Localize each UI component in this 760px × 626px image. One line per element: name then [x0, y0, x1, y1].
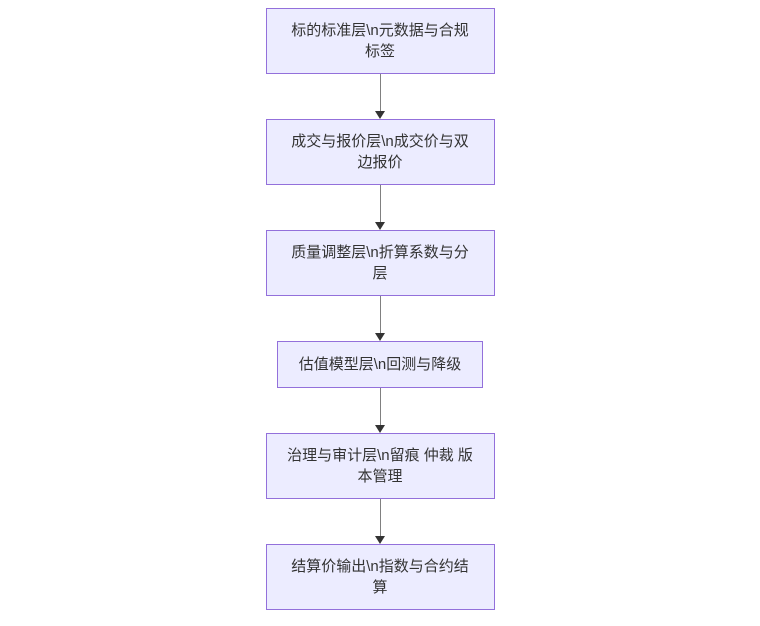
flowchart: 标的标准层\n元数据与合规标签 成交与报价层\n成交价与双边报价 质量调整层\n…	[265, 8, 495, 610]
arrow-line	[379, 388, 381, 425]
edge-arrow-5	[374, 499, 386, 544]
edge-arrow-3	[374, 296, 386, 341]
arrowhead-icon	[375, 222, 385, 230]
node-label: 标的标准层\n元数据与合规标签	[291, 22, 469, 60]
arrowhead-icon	[375, 425, 385, 433]
node-settlement-output: 结算价输出\n指数与合约结算	[265, 544, 495, 610]
arrow-line	[379, 499, 381, 536]
node-governance-audit-layer: 治理与审计层\n留痕 仲裁 版本管理	[265, 433, 495, 499]
node-label: 治理与审计层\n留痕 仲裁 版本管理	[287, 447, 473, 485]
arrow-line	[379, 296, 381, 333]
node-quality-adjustment-layer: 质量调整层\n折算系数与分层	[265, 230, 495, 296]
arrow-line	[379, 74, 381, 111]
node-trade-quote-layer: 成交与报价层\n成交价与双边报价	[265, 119, 495, 185]
edge-arrow-2	[374, 185, 386, 230]
arrowhead-icon	[375, 111, 385, 119]
arrowhead-icon	[375, 536, 385, 544]
edge-arrow-4	[374, 388, 386, 433]
edge-arrow-1	[374, 74, 386, 119]
node-label: 成交与报价层\n成交价与双边报价	[291, 133, 469, 171]
node-label: 结算价输出\n指数与合约结算	[291, 558, 469, 596]
node-target-standard-layer: 标的标准层\n元数据与合规标签	[265, 8, 495, 74]
node-valuation-model-layer: 估值模型层\n回测与降级	[277, 341, 483, 388]
node-label: 估值模型层\n回测与降级	[298, 356, 462, 373]
arrowhead-icon	[375, 333, 385, 341]
arrow-line	[379, 185, 381, 222]
node-label: 质量调整层\n折算系数与分层	[291, 244, 469, 282]
